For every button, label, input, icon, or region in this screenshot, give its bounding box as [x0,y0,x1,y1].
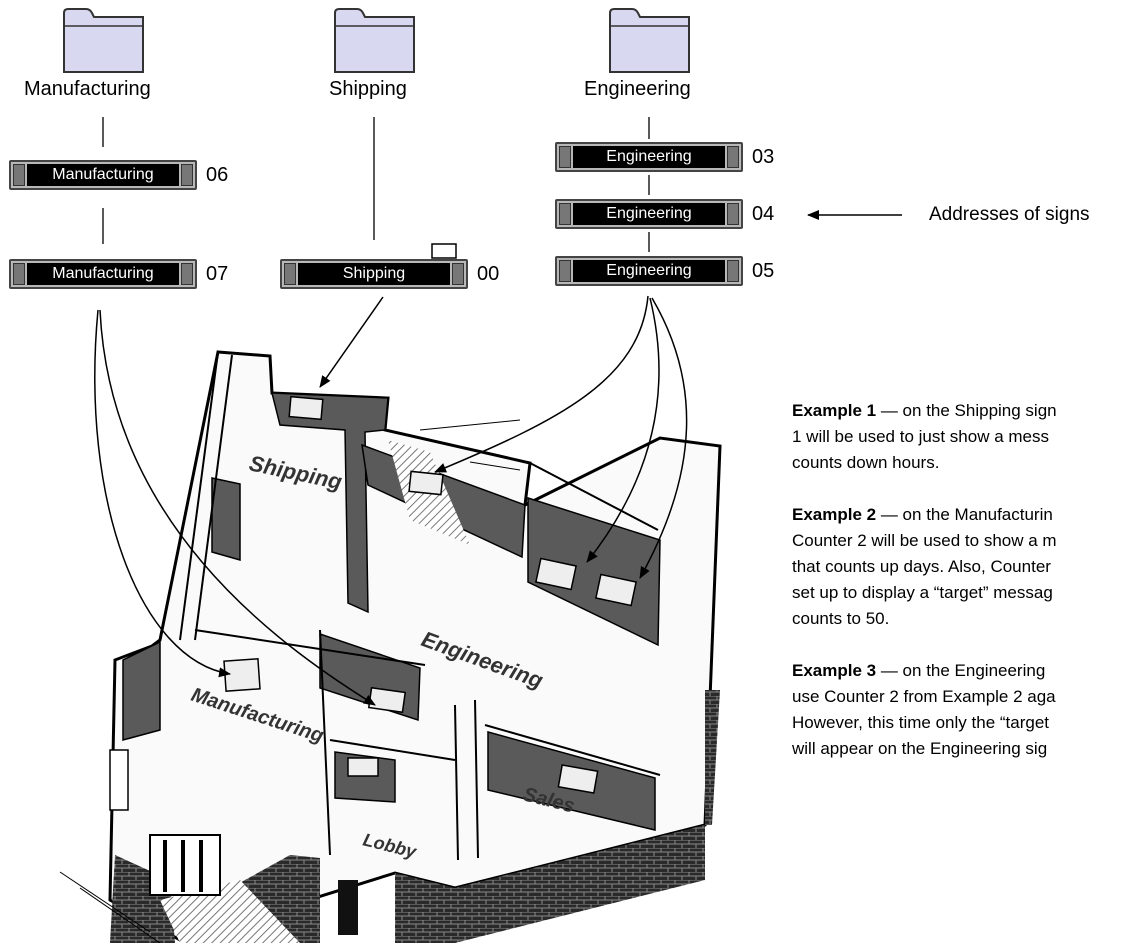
folder-label-engineering: Engineering [584,78,691,100]
example-line: set up to display a “target” messag [792,583,1053,602]
floor-plan: Shipping Engineering Manufacturing Lobby… [59,350,722,943]
example-heading: Example 1 [792,401,877,420]
example-line: — on the Shipping sign [876,401,1057,420]
sign-manufacturing-06: Manufacturing [9,160,197,190]
sign-engineering-05: Engineering [555,256,743,286]
example-heading: Example 2 [792,505,877,524]
folder-icon [609,8,690,73]
sign-text: Engineering [573,203,725,225]
sign-text: Shipping [298,263,450,285]
address-note: Addresses of signs [929,204,1090,225]
sign-address: 05 [752,260,775,282]
example-3: Example 3 — on the Engineering use Count… [792,658,1056,762]
sign-address: 03 [752,146,775,168]
example-line: — on the Engineering [876,661,1046,680]
example-2: Example 2 — on the Manufacturin Counter … [792,502,1057,632]
example-line: will appear on the Engineering sig [792,739,1048,758]
sign-engineering-04: Engineering [555,199,743,229]
folder-label-manufacturing: Manufacturing [24,78,151,100]
sign-address: 00 [477,263,500,285]
example-line: 1 will be used to just show a mess [792,427,1050,446]
sign-address: 07 [206,263,229,285]
sign-shipping-00: Shipping [280,259,468,289]
example-line: However, this time only the “target [792,713,1050,732]
sign-text: Manufacturing [27,263,179,285]
sign-manufacturing-07: Manufacturing [9,259,197,289]
example-line: Counter 2 will be used to show a m [792,531,1057,550]
example-line: counts down hours. [792,453,940,472]
sign-engineering-03: Engineering [555,142,743,172]
sign-address: 04 [752,203,775,225]
sign-text: Engineering [573,146,725,168]
folder-icon [334,8,415,73]
example-line: use Counter 2 from Example 2 aga [792,687,1056,706]
folder-icon [63,8,144,73]
folder-label-shipping: Shipping [329,78,407,100]
example-heading: Example 3 [792,661,877,680]
sign-address: 06 [206,164,229,186]
example-line: that counts up days. Also, Counter [792,557,1051,576]
example-line: counts to 50. [792,609,890,628]
sign-mount-box [431,243,457,259]
tree-connectors [102,117,650,252]
sign-text: Manufacturing [27,164,179,186]
example-1: Example 1 — on the Shipping sign 1 will … [792,398,1057,476]
example-line: — on the Manufacturin [876,505,1053,524]
sign-location-arrows [94,295,688,706]
sign-text: Engineering [573,260,725,282]
